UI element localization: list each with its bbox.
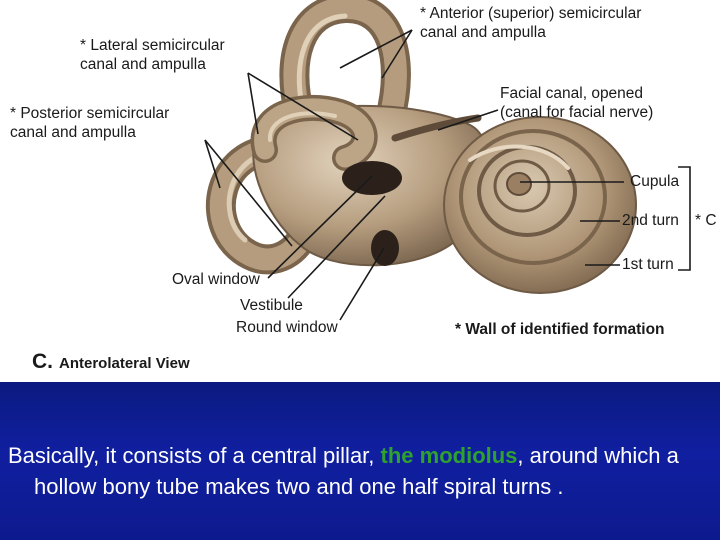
label-first-turn: 1st turn (622, 255, 674, 274)
caption-before: Basically, it consists of a central pill… (8, 443, 381, 468)
label-lateral-canal: * Lateral semicircular canal and ampulla (80, 36, 225, 74)
label-anterior-canal: * Anterior (superior) semicircular canal… (420, 4, 641, 42)
caption-highlight: the modiolus (381, 443, 518, 468)
label-facial-canal: Facial canal, opened (canal for facial n… (500, 84, 653, 122)
inner-ear-figure: * Anterior (superior) semicircular canal… (0, 0, 720, 382)
label-posterior-canal: * Posterior semicircular canal and ampul… (10, 104, 169, 142)
label-oval-window: Oval window (172, 270, 260, 289)
label-vestibule: Vestibule (240, 296, 303, 315)
label-round-window: Round window (236, 318, 338, 337)
round-window-shape (371, 230, 399, 266)
view-title-text: Anterolateral View (59, 355, 190, 372)
caption-text: Basically, it consists of a central pill… (8, 440, 720, 502)
label-second-turn: 2nd turn (622, 211, 679, 230)
view-letter: C. (32, 350, 53, 373)
label-wall-note: * Wall of identified formation (455, 320, 665, 339)
label-cupula: Cupula (630, 172, 679, 191)
view-title: C. Anterolateral View (32, 352, 190, 373)
label-bracket-mark: * C (695, 211, 717, 230)
cochlea-shape (444, 117, 636, 293)
oval-window-shape (342, 161, 402, 195)
